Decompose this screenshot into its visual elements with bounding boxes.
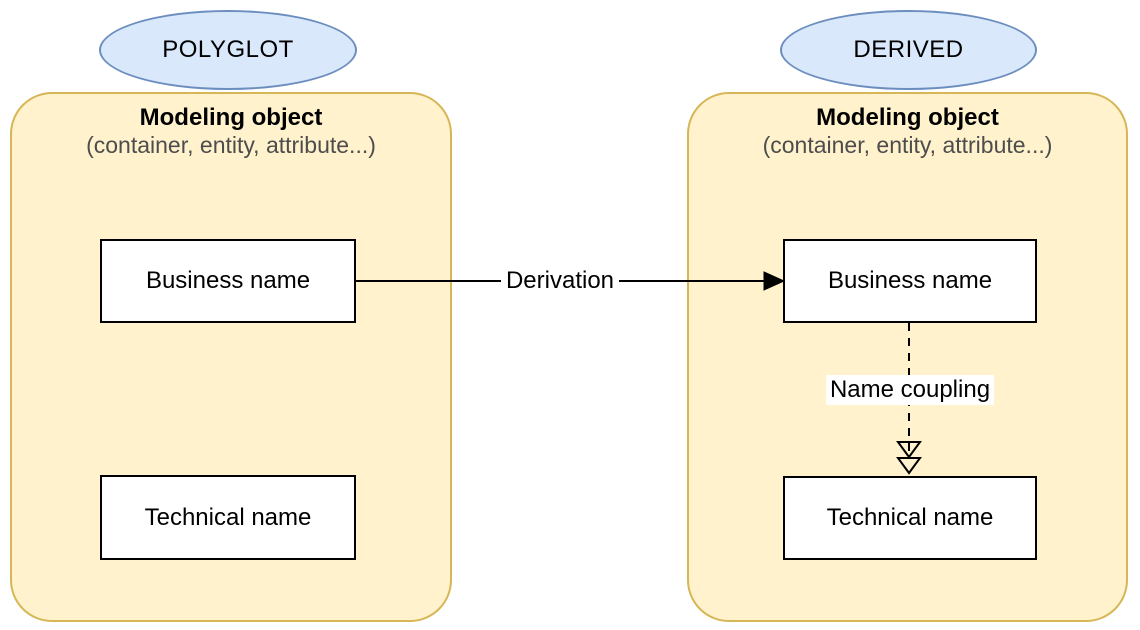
polyglot-badge-label: POLYGLOT (162, 36, 294, 63)
business-name-label-left: Business name (145, 267, 311, 294)
business-name-label-right: Business name (827, 267, 993, 294)
derivation-edge-label: Derivation (501, 266, 619, 296)
modeling-object-subtitle-left: (container, entity, attribute...) (86, 132, 376, 158)
technical-name-box-left: Technical name (100, 475, 356, 560)
technical-name-box-right: Technical name (783, 476, 1037, 560)
modeling-object-title-right: Modeling object (816, 104, 999, 131)
polyglot-badge: POLYGLOT (99, 10, 357, 90)
derived-badge: DERIVED (780, 10, 1037, 90)
technical-name-label-right: Technical name (826, 504, 994, 531)
name-coupling-edge-label: Name coupling (826, 375, 994, 405)
technical-name-label-left: Technical name (144, 503, 312, 531)
derived-badge-label: DERIVED (853, 36, 964, 63)
modeling-object-subtitle-right: (container, entity, attribute...) (762, 132, 1053, 158)
business-name-box-right: Business name (783, 239, 1037, 323)
modeling-object-title-left: Modeling object (139, 104, 323, 131)
business-name-box-left: Business name (100, 239, 356, 323)
